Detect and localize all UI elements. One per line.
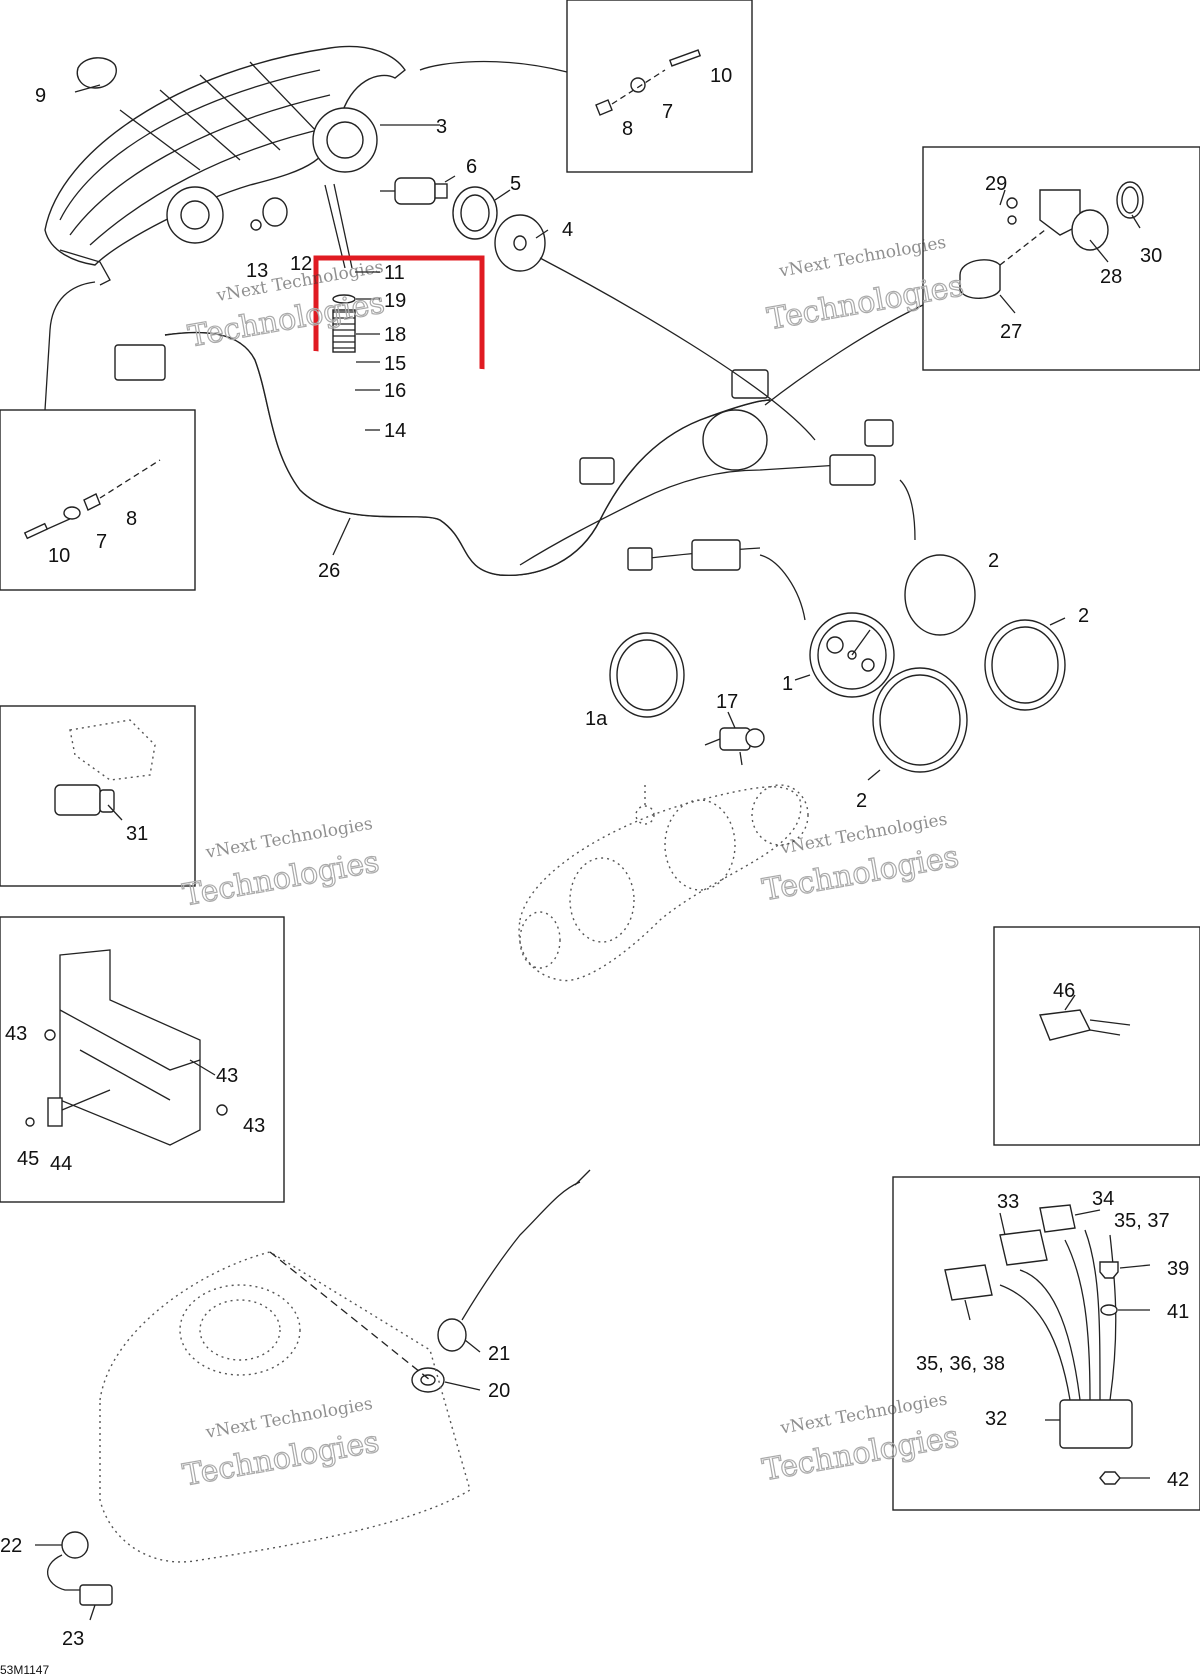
top-mount-hardware: [595, 49, 702, 116]
callout-46: 46: [1053, 980, 1075, 1002]
callout-19: 18: [384, 324, 406, 346]
callout-10: 9: [35, 85, 46, 107]
callout-13: 12: [290, 253, 312, 275]
callout-2-right: 2: [1078, 605, 1089, 627]
wiring-harness: [114, 331, 894, 577]
headlamp-housing: [44, 45, 406, 286]
leader-lines: [35, 60, 1151, 1621]
drawing-code: 53M1147: [0, 1663, 49, 1677]
bezel-ring-1a: [609, 632, 685, 718]
callout-45: 45: [17, 1148, 39, 1170]
inset-box-bracket: [0, 916, 285, 1203]
gauge-cluster: [809, 612, 895, 698]
callout-40: 42: [1167, 1469, 1189, 1491]
callout-35-37: 35, 37: [1114, 1210, 1170, 1232]
watermark-4: vNext Technologies Technologies: [759, 810, 962, 909]
callout-32: 32: [985, 1408, 1007, 1430]
callout-22: 21: [488, 1343, 510, 1365]
inset-box-switch: [993, 926, 1200, 1146]
callout-5: 4: [562, 219, 573, 241]
callout-8-top: 7: [662, 101, 673, 123]
console-outline: [99, 1251, 471, 1563]
callout-4: 3: [436, 116, 447, 138]
headlamp-bulb: [380, 177, 448, 205]
callout-20: 19: [384, 290, 406, 312]
callout-23: 22: [0, 1535, 22, 1557]
callout-11-top: 10: [710, 65, 732, 87]
callout-41: 41: [1167, 1301, 1189, 1323]
dashboard-outline: [518, 784, 809, 982]
tether-cord: [411, 1169, 591, 1393]
callout-26: 26: [318, 560, 340, 582]
watermark-6: vNext Technologies Technologies: [759, 1390, 962, 1489]
callout-44: 44: [50, 1153, 72, 1175]
callout-9-top: 8: [622, 118, 633, 140]
watermark-5: vNext Technologies Technologies: [180, 1394, 383, 1494]
connector-31: [54, 719, 156, 816]
watermark-2: vNext Technologies Technologies: [185, 257, 388, 355]
callout-43-top: 43: [5, 1023, 27, 1045]
inset-box-connector: [0, 705, 196, 887]
callout-15: 14: [384, 420, 406, 442]
callout-33: 33: [997, 1191, 1019, 1213]
key-switch: [704, 727, 765, 766]
lens-cap: [494, 214, 546, 272]
inset-box-left-mount: [0, 409, 196, 591]
callout-3: 2: [988, 550, 999, 572]
watermark-3: vNext Technologies Technologies: [180, 814, 383, 914]
callout-21: 20: [488, 1380, 510, 1402]
callout-28: 28: [1100, 266, 1122, 288]
bulb-ring: [452, 186, 498, 240]
callout-39: 39: [1167, 1258, 1189, 1280]
callout-24-25: 23: [62, 1628, 84, 1650]
callout-17: 16: [384, 380, 406, 402]
callout-31: 31: [126, 823, 148, 845]
bezel-ring-right: [984, 619, 1066, 711]
callout-16: 15: [384, 353, 406, 375]
bezel-ring-front: [872, 667, 968, 773]
console-switch: [46, 1531, 113, 1606]
callout-7: 6: [466, 156, 477, 178]
callout-1: 1: [782, 673, 793, 695]
callout-1a: 1a: [585, 708, 608, 730]
inset-box-screws: [566, 0, 753, 173]
callout-6: 5: [510, 173, 521, 195]
callout-34: 34: [1092, 1188, 1114, 1210]
switch-46: [1039, 1009, 1131, 1041]
callout-42: 43: [216, 1065, 238, 1087]
callout-18: 17: [716, 691, 738, 713]
regulator-assembly: [944, 1204, 1133, 1485]
bracket: [25, 949, 228, 1146]
inset-box-regulator: [892, 1176, 1200, 1511]
callout-43-right: 43: [243, 1115, 265, 1137]
gauge-lens: [904, 554, 976, 636]
retaining-clip: [76, 57, 117, 89]
callout-29: 29: [985, 173, 1007, 195]
rubber-grommet: [250, 197, 288, 231]
callout-2-front: 2: [856, 790, 867, 812]
inset-box-socket: [922, 146, 1200, 371]
callout-30: 30: [1140, 245, 1162, 267]
callout-9-left: 8: [126, 508, 137, 530]
callout-11-left: 10: [48, 545, 70, 567]
socket-assembly: [959, 181, 1144, 299]
left-mount-hardware: [23, 459, 161, 540]
callout-35-36-38: 35, 36, 38: [916, 1353, 1005, 1375]
watermark-1: vNext Technologies Technologies: [764, 233, 967, 338]
callout-14: 13: [246, 260, 268, 282]
callout-8-left: 7: [96, 531, 107, 553]
watermark-2-line2: Technologies: [186, 286, 388, 355]
callout-12: 11: [384, 262, 405, 284]
callout-27: 27: [1000, 321, 1022, 343]
